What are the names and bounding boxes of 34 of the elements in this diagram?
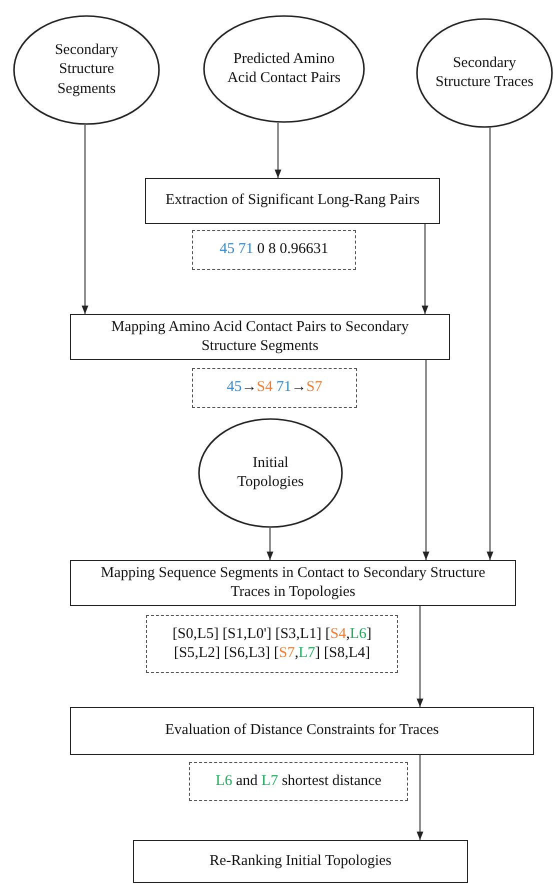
node-text: Evaluation of Distance Constraints for Traces [165,721,439,740]
process-box [70,707,534,755]
node-text: Re-Ranking Initial Topologies [210,852,392,871]
node-text: Mapping Amino Acid Contact Pairs to Secondary Structure Segments [110,318,410,356]
arrow [82,125,88,314]
node-text: 45→S4 71→S7 [226,378,322,398]
input-ellipse [198,418,343,528]
process-box [133,840,468,883]
arrow [416,606,424,707]
node-text: Initial Topologies [236,454,305,492]
arrow [266,528,274,560]
arrow [486,128,494,560]
arrow [422,360,430,560]
example-box [189,762,408,801]
node-text: Extraction of Significant Long-Rang Pairs [164,191,421,210]
node-text: Mapping Sequence Segments in Contact to Secondary Structure Traces in Topologies [100,564,486,602]
example-box [192,230,356,270]
arrow [274,122,282,178]
input-ellipse [416,18,553,128]
node-text: [S0,L5] [S1,L0'] [S3,L1] [S4,L6] [S5,L2] [S6,L3] [S7,L7] [S8,L4] [171,624,372,663]
node-text: 45 71 0 8 0.96631 [220,240,328,260]
node-text: L6 and L7 shortest distance [216,772,382,791]
process-box [70,560,516,606]
node-text: Predicted Amino Acid Contact Pairs [226,50,342,88]
process-box [145,178,440,224]
arrow [416,755,424,840]
process-box [70,314,450,360]
input-ellipse [13,15,160,125]
node-text: Secondary Structure Segments [54,40,120,99]
example-box [192,368,357,408]
arrow [422,224,428,314]
input-ellipse [203,15,365,123]
example-box [146,615,398,673]
node-text: Secondary Structure Traces [434,54,534,92]
